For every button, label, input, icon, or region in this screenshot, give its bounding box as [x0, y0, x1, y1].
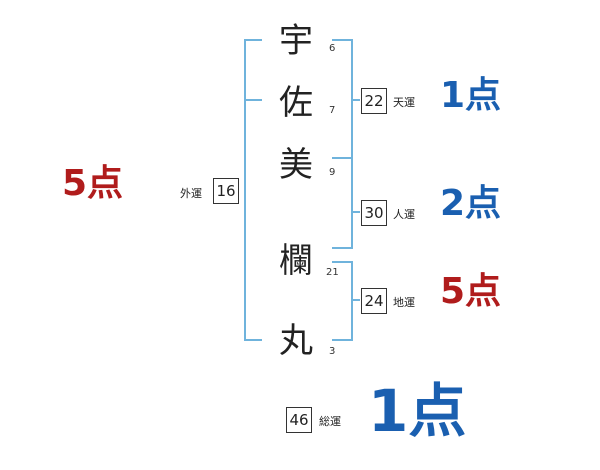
chiun-value-box: 24: [361, 288, 387, 314]
gaiun-value-box: 16: [213, 178, 239, 204]
name-char-2: 佐: [279, 83, 313, 123]
jinun-score: 2点: [440, 183, 502, 224]
gaiun-score: 5点: [62, 163, 124, 204]
tenun-label: 天運: [393, 96, 415, 109]
chiun-label: 地運: [393, 296, 415, 309]
chiun-score: 5点: [440, 271, 502, 312]
stroke-count-4: 21: [326, 267, 339, 278]
jinun-bracket: [332, 157, 353, 249]
gaiun-bracket: [244, 39, 262, 341]
name-char-1: 宇: [279, 21, 313, 61]
souun-label: 総運: [319, 415, 341, 428]
name-char-4: 欄: [279, 241, 313, 281]
jinun-value-box: 30: [361, 200, 387, 226]
stroke-count-3: 9: [329, 167, 336, 178]
tenun-score: 1点: [440, 75, 502, 116]
jinun-label: 人運: [393, 208, 415, 221]
tenun-bracket: [332, 39, 353, 159]
name-char-5: 丸: [279, 321, 313, 361]
gaiun-label: 外運: [180, 187, 202, 200]
stroke-count-5: 3: [329, 346, 336, 357]
stroke-count-2: 7: [329, 105, 336, 116]
souun-value-box: 46: [286, 407, 312, 433]
name-char-3: 美: [279, 145, 313, 185]
tenun-value-box: 22: [361, 88, 387, 114]
stroke-count-1: 6: [329, 43, 336, 54]
souun-score: 1点: [368, 377, 467, 445]
